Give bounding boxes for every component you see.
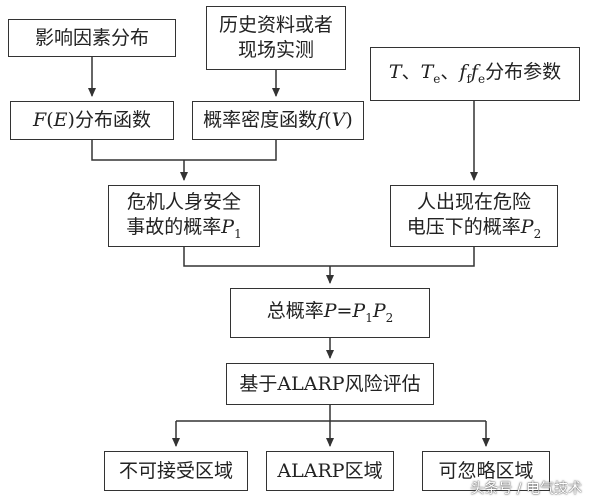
unacceptable-region-box: 不可接受区域 — [104, 451, 248, 491]
watermark: 头条号 / 电气技术 — [470, 481, 582, 497]
params-rest: 分布参数 — [485, 61, 562, 84]
danger-line1: 危机人身安全 — [126, 190, 241, 213]
history-line2: 现场实测 — [237, 39, 314, 61]
negligible-region-box: 可忽略区域 — [422, 451, 550, 491]
total-label: 总概率 — [266, 300, 324, 323]
param-fe: f — [470, 61, 478, 84]
negligible-region-label: 可忽略区域 — [438, 459, 534, 482]
total-probability-box: 总概率P=P1P2 — [230, 288, 430, 338]
factors-box: 影响因素分布 — [8, 19, 176, 57]
voltage-line1: 人出现在危险 — [416, 190, 531, 213]
alarp-evaluation-label: 基于ALARP风险评估 — [239, 372, 421, 395]
factors-label: 影响因素分布 — [34, 26, 149, 49]
distribution-function-box: F(E)分布函数 — [10, 101, 174, 140]
voltage-line2: 电压下的概率 — [406, 215, 521, 238]
density-function-label: 概率密度函数 — [203, 109, 318, 132]
merge-line-middle — [183, 247, 475, 267]
unacceptable-region-label: 不可接受区域 — [118, 459, 233, 482]
alarp-region-label: ALARP区域 — [277, 459, 383, 482]
merge-line-top — [91, 140, 277, 161]
danger-line2: 事故的概率 — [126, 215, 222, 238]
history-box: 历史资料或者 现场实测 — [206, 6, 346, 70]
voltage-probability-box: 人出现在危险 电压下的概率P2 — [390, 185, 558, 247]
history-line1: 历史资料或者 — [218, 14, 333, 37]
param-T: T — [388, 61, 402, 84]
alarp-evaluation-box: 基于ALARP风险评估 — [226, 363, 434, 405]
param-Te: T — [420, 61, 434, 84]
density-function-box: 概率密度函数f(V) — [192, 101, 364, 140]
params-box: T、Te、fffe分布参数 — [370, 47, 580, 101]
alarp-region-box: ALARP区域 — [266, 451, 394, 491]
danger-probability-box: 危机人身安全 事故的概率P1 — [108, 185, 260, 247]
param-ff: f — [459, 61, 467, 84]
distribution-function-label: 分布函数 — [74, 109, 151, 132]
